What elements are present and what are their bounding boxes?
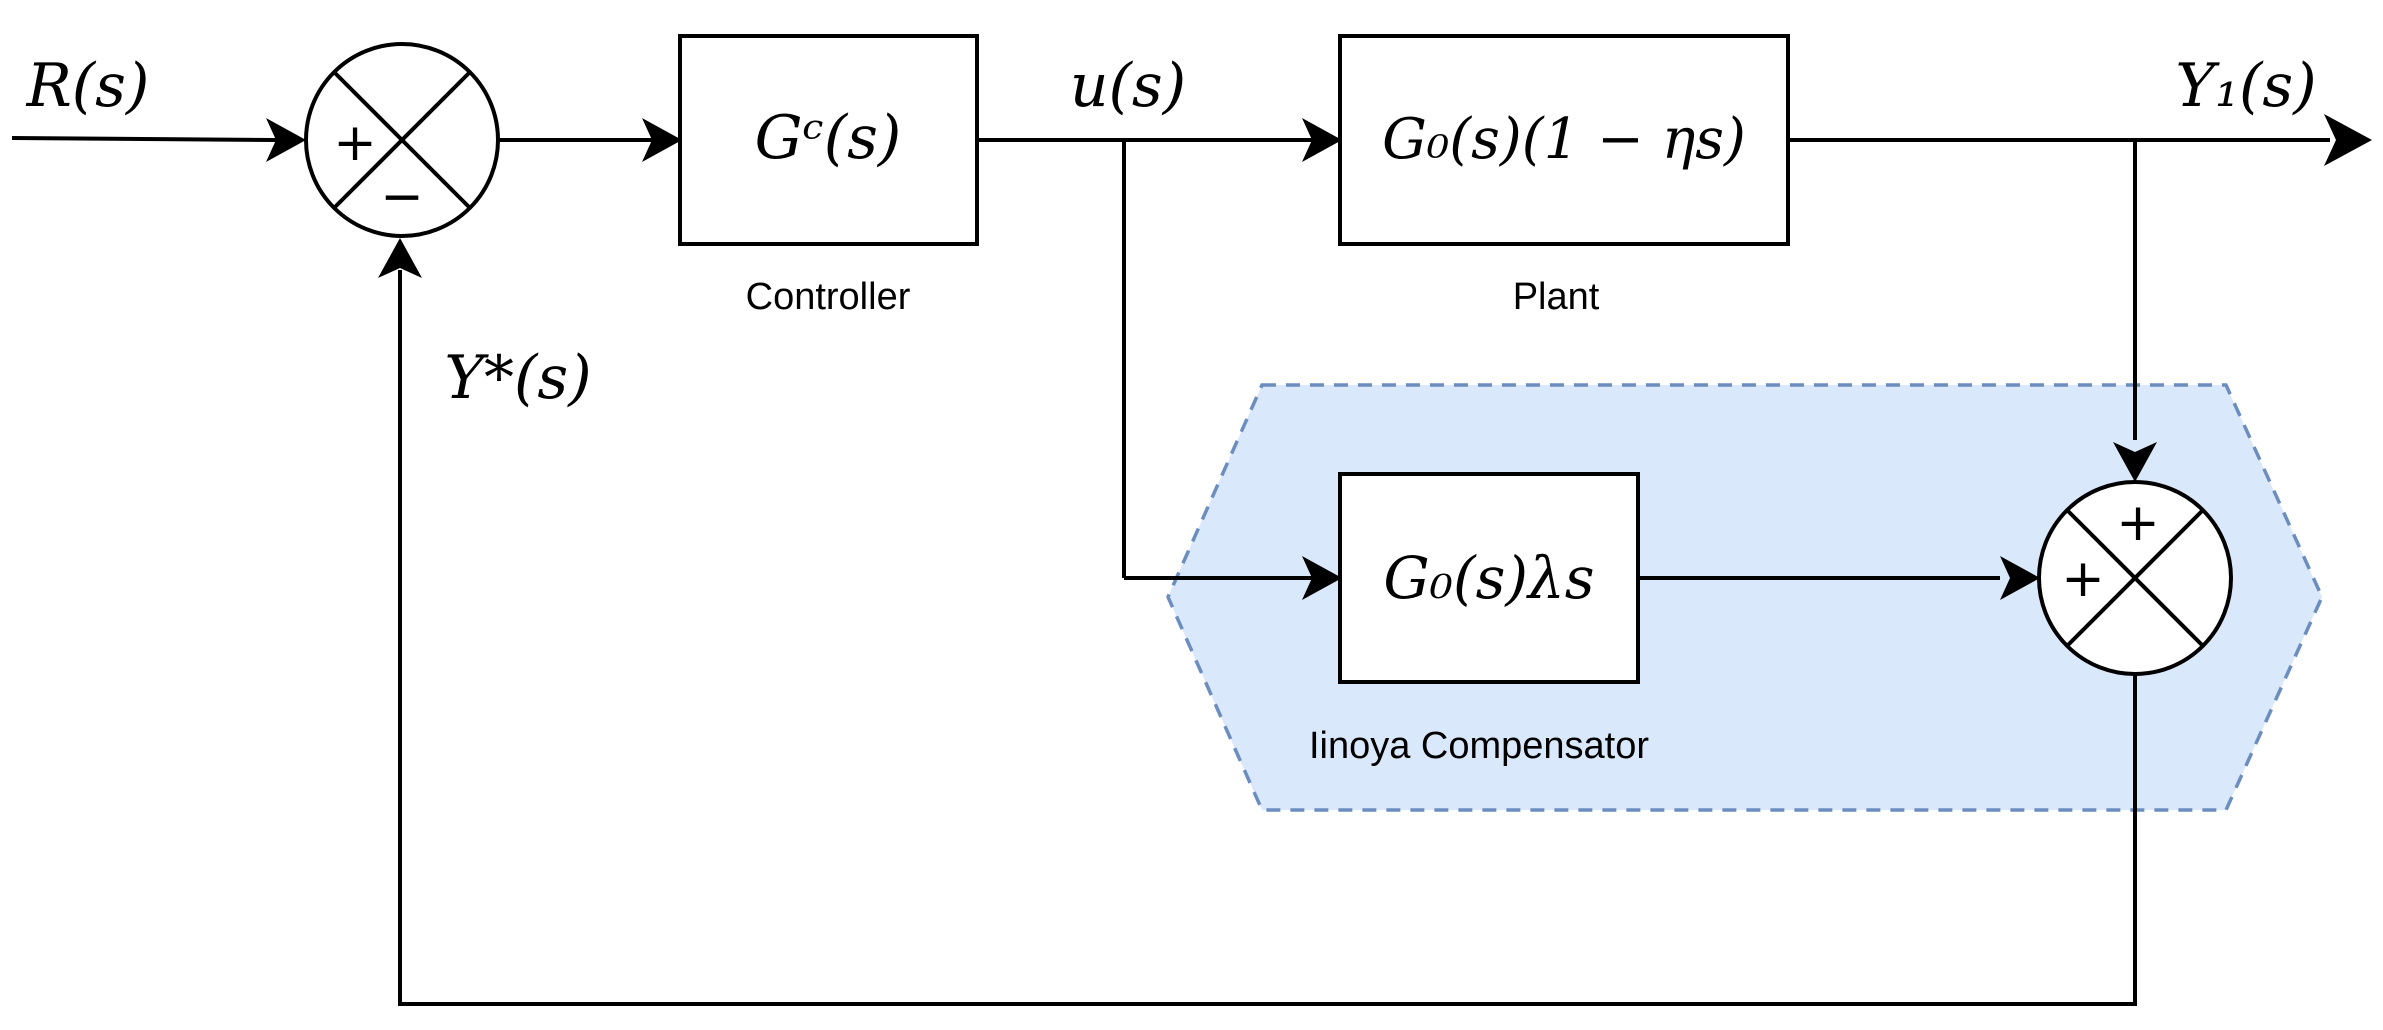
main-sum-plus-sign: + <box>333 113 377 173</box>
compensator-expression: G₀(s)λs <box>1383 544 1594 612</box>
arrowheads <box>266 114 2372 600</box>
comp-sum-left-plus-sign: + <box>2061 549 2105 609</box>
controller-caption: Controller <box>746 276 911 318</box>
output-signal-label: Y₁(s) <box>2175 51 2316 121</box>
signal-wires <box>11 136 2330 1006</box>
plant-caption: Plant <box>1513 276 1600 318</box>
arrow-into-compensator <box>1302 556 1342 600</box>
feedback-wire <box>398 270 2137 1006</box>
arrow-into-plant <box>1302 118 1342 162</box>
arrow-into-main-sum <box>266 118 306 162</box>
main-sum-minus-sign: − <box>380 167 424 227</box>
comp-sum-top-plus-sign: + <box>2116 493 2160 553</box>
arrow-into-main-sum-bottom <box>378 238 422 278</box>
compensator-summing-junction: + + <box>2037 480 2233 676</box>
controller-block: Gᶜ(s) Controller <box>678 34 979 318</box>
control-signal-label: u(s) <box>1070 51 1186 121</box>
plant-block: G₀(s)(1 − ηs) Plant <box>1338 34 1790 318</box>
plant-expression: G₀(s)(1 − ηs) <box>1382 107 1746 172</box>
input-wire <box>11 136 277 142</box>
arrow-into-comp-sum-left <box>2000 556 2040 600</box>
arrow-output <box>2324 114 2372 166</box>
main-summing-junction: + − <box>304 42 500 238</box>
compensator-block: G₀(s)λs Iinoya Compensator <box>1309 472 1649 767</box>
feedback-signal-label: Y*(s) <box>444 343 591 413</box>
compensator-caption: Iinoya Compensator <box>1309 725 1649 767</box>
input-signal-label: R(s) <box>26 51 150 121</box>
controller-expression: Gᶜ(s) <box>755 103 902 173</box>
arrow-into-controller <box>642 118 682 162</box>
arrow-into-comp-sum-top <box>2113 442 2157 482</box>
